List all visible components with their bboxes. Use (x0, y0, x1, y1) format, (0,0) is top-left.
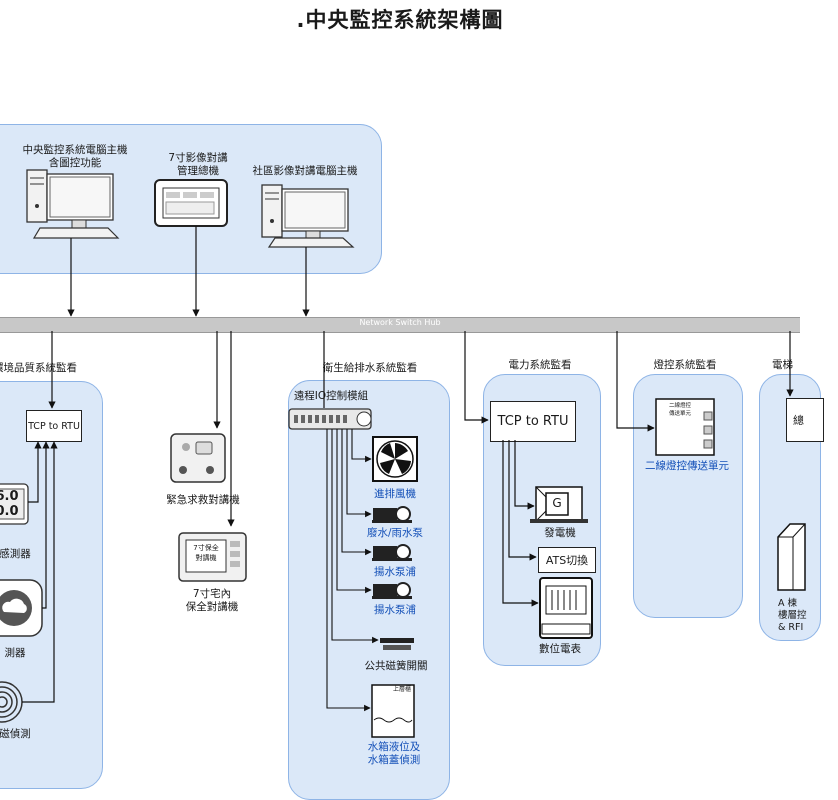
pump-icon (372, 544, 412, 561)
intercom-manager-label: 7寸影像對講 管理總機 (168, 152, 228, 177)
env-sensor3-label: 磁偵測 (0, 728, 31, 740)
network-switch-bus (0, 317, 800, 333)
tank-label: 水箱液位及 水箱蓋偵測 (367, 741, 421, 766)
network-switch-label: Network Switch Hub (359, 318, 441, 327)
lighting-device-label: 二線燈控傳送單元 (645, 460, 729, 472)
pump-icon (372, 582, 412, 599)
elevator-caption: A 棟 樓層控 & RFI (778, 598, 807, 633)
exhaust-fan-label: 進排風機 (374, 488, 416, 500)
elevator-title: 電梯 (772, 359, 793, 371)
pump1-label: 揚水泵浦 (374, 566, 416, 578)
lighting-transmitter-icon (655, 398, 715, 456)
lighting-device-screen-label: 二線燈控 傳送單元 (668, 403, 691, 417)
waste-pump-icon (372, 506, 412, 523)
pc2-label: 社區影像對講電腦主機 (252, 165, 358, 177)
exhaust-fan-icon (372, 436, 418, 482)
power-rtu-box: TCP to RTU (490, 401, 576, 442)
desktop-computer-icon (26, 169, 120, 239)
diagram-graphics (0, 169, 806, 738)
pump2-label: 揚水泵浦 (374, 604, 416, 616)
emergency-intercom-icon (170, 433, 226, 483)
env-title: 環境品質系統監看 (0, 362, 77, 374)
reed-switch-icon (380, 638, 414, 650)
home-intercom-screen-label: 7寸保全 對講機 (193, 544, 219, 562)
home-intercom-icon (178, 532, 247, 582)
reed-switch-label: 公共磁簧開關 (364, 660, 428, 672)
generator-letter: G (552, 496, 562, 510)
power-title: 電力系統監看 (508, 359, 572, 371)
elevator-icon (777, 523, 806, 591)
digital-meter-icon (539, 577, 593, 639)
diagram-title: .中央監控系統架構圖 (296, 8, 504, 32)
lighting-title: 燈控系統監看 (653, 359, 717, 371)
tank-inner-label: 上層櫃 (392, 686, 411, 693)
env-sensor1-label: 感測器 (0, 548, 31, 560)
meter-label: 數位電表 (539, 643, 581, 655)
io-module-label: 遠程IO控制模組 (293, 390, 369, 402)
io-module-icon (288, 408, 372, 430)
intercom-manager-icon (154, 179, 228, 227)
air-sensor-icon (0, 483, 29, 525)
gas-sensor-icon (0, 579, 43, 637)
env-rtu-box: TCP to RTU (26, 410, 82, 442)
env-sensor2-label: 測器 (4, 647, 26, 659)
pc1-label: 中央監控系統電腦主機 含圖控功能 (22, 144, 128, 169)
home-intercom-label: 7寸宅內 保全對講機 (185, 588, 239, 613)
water-tank-icon (371, 684, 415, 738)
env-sensor1-value-top: 6.0 (0, 489, 19, 504)
desktop-computer-icon (261, 184, 355, 248)
emergency-intercom-label: 緊急求救對講機 (166, 494, 240, 506)
water-title: 衛生給排水系統監看 (322, 362, 418, 374)
waste-pump-label: 廢水/雨水泵 (366, 527, 424, 539)
ats-box: ATS切換 (538, 547, 596, 573)
elevator-box: 總 (786, 398, 824, 442)
generator-icon (530, 486, 588, 523)
magnetic-detector-icon (0, 681, 23, 723)
env-sensor1-value-bottom: 0.0 (0, 504, 19, 519)
generator-label: 發電機 (544, 527, 576, 539)
